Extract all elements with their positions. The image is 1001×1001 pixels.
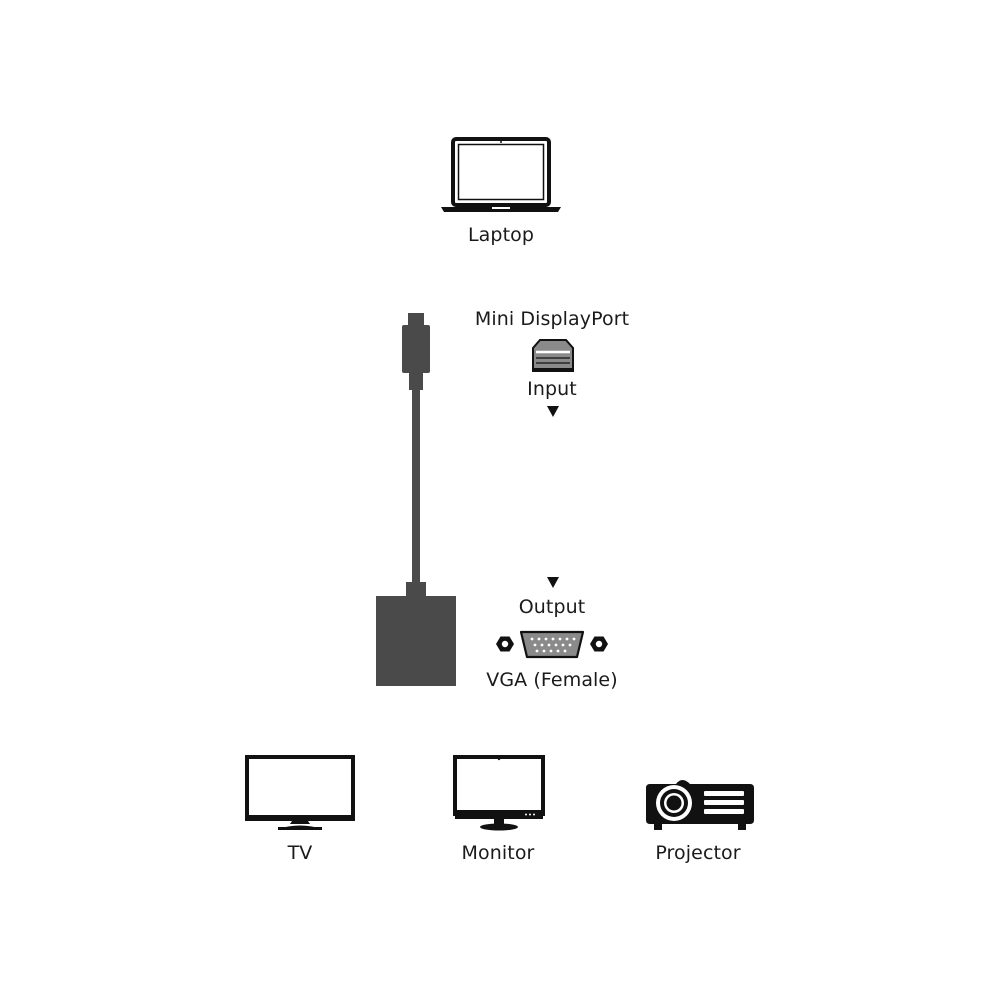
monitor-label: Monitor <box>461 842 535 864</box>
mini-displayport-label: Mini DisplayPort <box>474 308 630 330</box>
tv-label: TV <box>287 842 313 864</box>
vga-female-label: VGA (Female) <box>486 669 618 691</box>
output-arrow-down-icon <box>547 577 559 588</box>
laptop-icon <box>441 137 561 212</box>
projector-label: Projector <box>655 842 741 864</box>
laptop-label: Laptop <box>467 224 535 246</box>
input-label: Input <box>527 378 577 400</box>
input-arrow-down-icon <box>547 406 559 417</box>
monitor-icon <box>453 755 545 831</box>
projector-icon <box>646 780 754 830</box>
vga-female-connector-icon <box>496 630 608 659</box>
mini-displayport-icon <box>532 339 574 372</box>
tv-icon <box>245 755 355 830</box>
output-label: Output <box>518 596 586 618</box>
adapter-cable <box>376 313 456 686</box>
